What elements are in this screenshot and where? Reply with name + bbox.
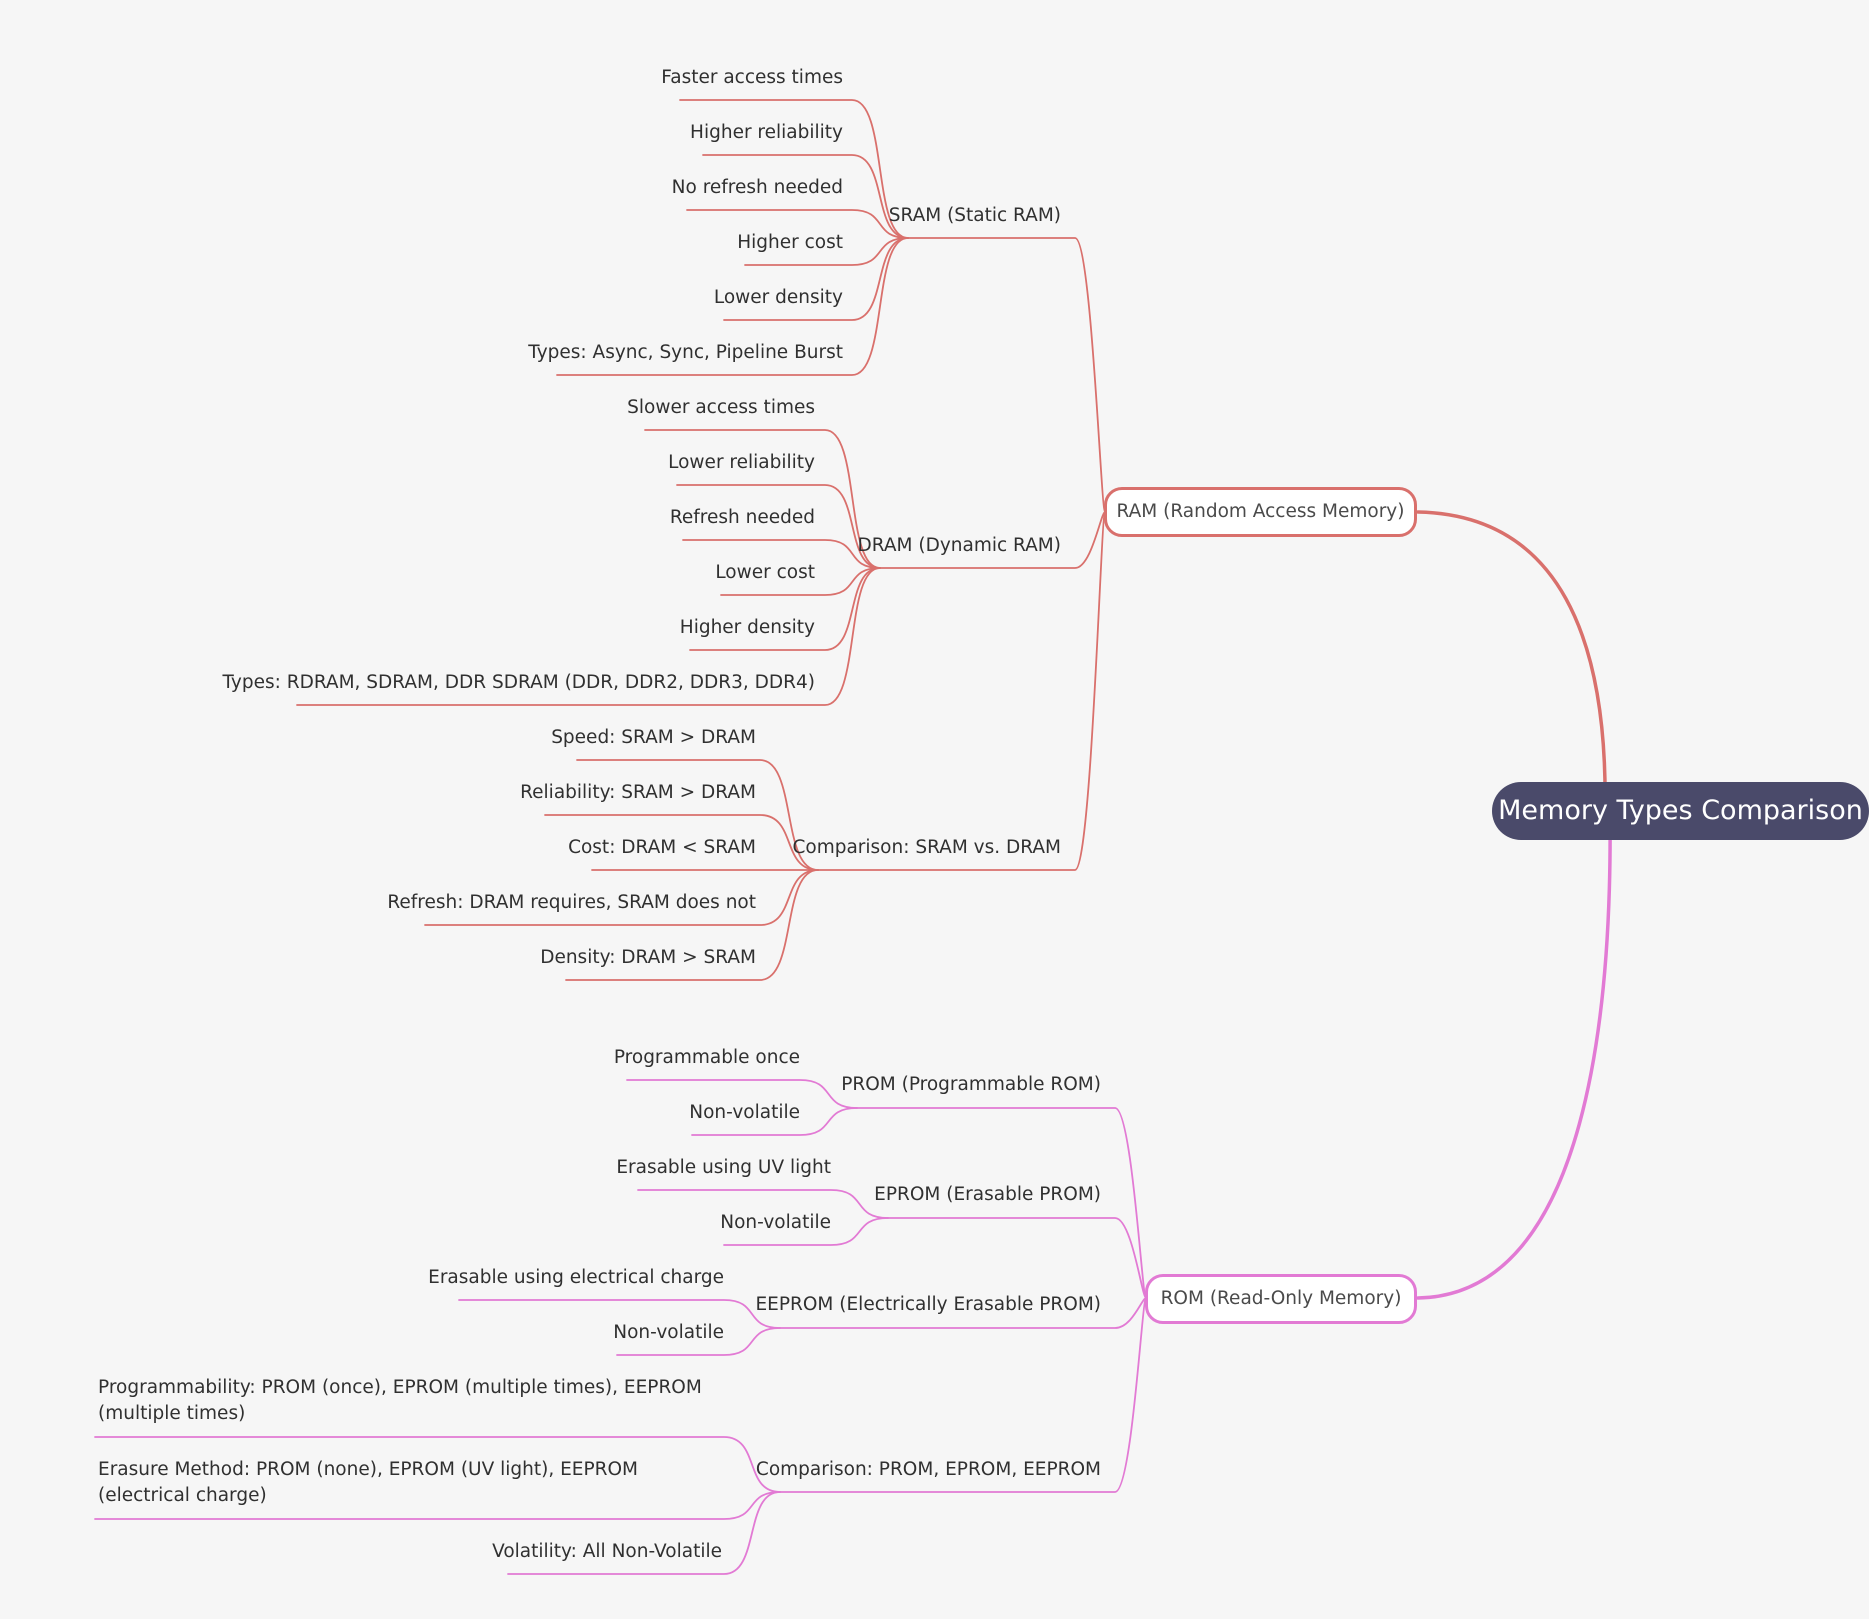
sram-leaf-link (679, 99, 909, 239)
dram-item[interactable]: Types: RDRAM, SDRAM, DDR SDRAM (DDR, DDR… (222, 672, 815, 693)
dram-leaf-link (296, 567, 881, 706)
comparison-ram-leaf-link (565, 869, 819, 981)
eeprom-leaf-link (458, 1299, 781, 1329)
sram-link (907, 237, 1106, 513)
dram-leaf-link (689, 567, 881, 651)
dram-item[interactable]: Lower cost (715, 562, 815, 583)
eprom-leaf-link (723, 1217, 889, 1246)
dram-leaf-link (644, 429, 881, 569)
root-to-ram-link (1416, 510, 1607, 814)
prom-eprom-eeprom-comparison-item[interactable]: Programmability: PROM (once), EPROM (mul… (98, 1377, 702, 1424)
comparison-ram-leaf-link (576, 759, 819, 871)
dram-item[interactable]: Higher density (679, 617, 815, 638)
sram-dram-comparison-item[interactable]: Refresh: DRAM requires, SRAM does not (387, 892, 756, 913)
dram-item[interactable]: Slower access times (627, 397, 815, 418)
sram-item[interactable]: Lower density (713, 287, 843, 308)
root-to-rom-link (1416, 810, 1612, 1300)
dram-topic[interactable]: DRAM (Dynamic RAM) (857, 535, 1061, 556)
comparison-ram-link (817, 511, 1106, 871)
sram-item[interactable]: Types: Async, Sync, Pipeline Burst (528, 342, 843, 363)
eprom-item[interactable]: Non-volatile (720, 1212, 831, 1233)
sram-item[interactable]: Faster access times (661, 67, 843, 88)
sram-leaf-link (723, 237, 909, 321)
prom-leaf-link (691, 1107, 858, 1136)
ram-branch-node[interactable]: RAM (Random Access Memory) (1104, 487, 1417, 537)
eeprom-topic[interactable]: EEPROM (Electrically Erasable PROM) (755, 1294, 1101, 1315)
eprom-item[interactable]: Erasable using UV light (616, 1157, 831, 1178)
eeprom-link (779, 1297, 1147, 1329)
sram-leaf-link (686, 209, 909, 239)
dram-leaf-link (676, 484, 881, 569)
sram-item[interactable]: Higher reliability (690, 122, 843, 143)
prom-item[interactable]: Non-volatile (689, 1102, 800, 1123)
dram-item[interactable]: Lower reliability (668, 452, 815, 473)
prom-leaf-link (626, 1079, 858, 1109)
sram-dram-comparison-item[interactable]: Density: DRAM > SRAM (540, 947, 756, 968)
sram-leaf-link (744, 237, 909, 266)
eeprom-item[interactable]: Erasable using electrical charge (428, 1267, 724, 1288)
prom-link (856, 1107, 1147, 1299)
sram-leaf-link (702, 154, 909, 239)
rom-branch-node[interactable]: ROM (Read-Only Memory) (1145, 1274, 1417, 1324)
dram-leaf-link (720, 567, 881, 596)
comparison-rom-leaf-link (94, 1436, 781, 1493)
comparison-rom-link (779, 1297, 1147, 1493)
sram-item[interactable]: No refresh needed (671, 177, 843, 198)
dram-link (879, 511, 1106, 569)
eeprom-item[interactable]: Non-volatile (613, 1322, 724, 1343)
eeprom-leaf-link (616, 1327, 781, 1356)
comparison-rom-leaf-link (94, 1491, 781, 1520)
prom-item[interactable]: Programmable once (613, 1047, 800, 1068)
prom-eprom-eeprom-comparison-item[interactable]: Volatility: All Non-Volatile (492, 1541, 722, 1562)
sram-dram-comparison-item[interactable]: Reliability: SRAM > DRAM (520, 782, 756, 803)
sram-dram-comparison-item[interactable]: Speed: SRAM > DRAM (551, 727, 756, 748)
sram-topic[interactable]: SRAM (Static RAM) (888, 205, 1061, 226)
sram-item[interactable]: Higher cost (737, 232, 843, 253)
sram-leaf-link (556, 237, 909, 376)
eprom-link (887, 1217, 1147, 1299)
prom-eprom-eeprom-comparison-item[interactable]: Erasure Method: PROM (none), EPROM (UV l… (98, 1459, 639, 1506)
dram-leaf-link (682, 539, 881, 569)
eprom-topic[interactable]: EPROM (Erasable PROM) (874, 1184, 1101, 1205)
comparison-rom-leaf-link (507, 1491, 781, 1575)
eprom-leaf-link (637, 1189, 889, 1219)
sram-dram-comparison-topic[interactable]: Comparison: SRAM vs. DRAM (792, 837, 1061, 858)
root-node[interactable]: Memory Types Comparison (1492, 782, 1869, 840)
comparison-ram-leaf-link (544, 814, 819, 871)
prom-topic[interactable]: PROM (Programmable ROM) (841, 1074, 1101, 1095)
dram-item[interactable]: Refresh needed (669, 507, 815, 528)
comparison-ram-leaf-link (424, 869, 819, 926)
sram-dram-comparison-item[interactable]: Cost: DRAM < SRAM (568, 837, 756, 858)
prom-eprom-eeprom-comparison-topic[interactable]: Comparison: PROM, EPROM, EEPROM (755, 1459, 1101, 1480)
